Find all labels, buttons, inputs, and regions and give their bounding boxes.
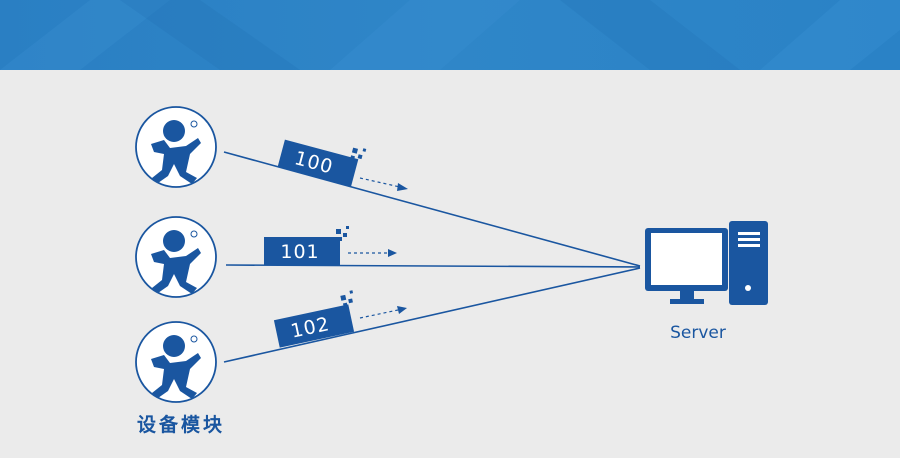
robot-mascot-icon [151,120,201,184]
packet-101-label: 101 [280,241,319,263]
arrow-101 [348,249,397,257]
packet-101: 101 [264,226,349,265]
robot-mascot-icon [151,230,201,294]
robot-mascot-icon [151,335,201,399]
device-module-label: 设备模块 [137,414,226,436]
banner-pattern [0,0,900,70]
device-3 [135,321,217,403]
connection-line-2 [225,264,641,268]
arrow-102 [359,306,407,319]
desktop-computer-icon [645,221,768,305]
device-1 [135,106,217,188]
connection-line-1 [223,151,641,267]
device-2 [135,216,217,298]
header-banner [0,0,900,70]
connection-line-3 [223,267,641,363]
arrow-100 [359,177,408,191]
packet-102: 102 [273,290,355,348]
server-label: Server [670,323,726,343]
